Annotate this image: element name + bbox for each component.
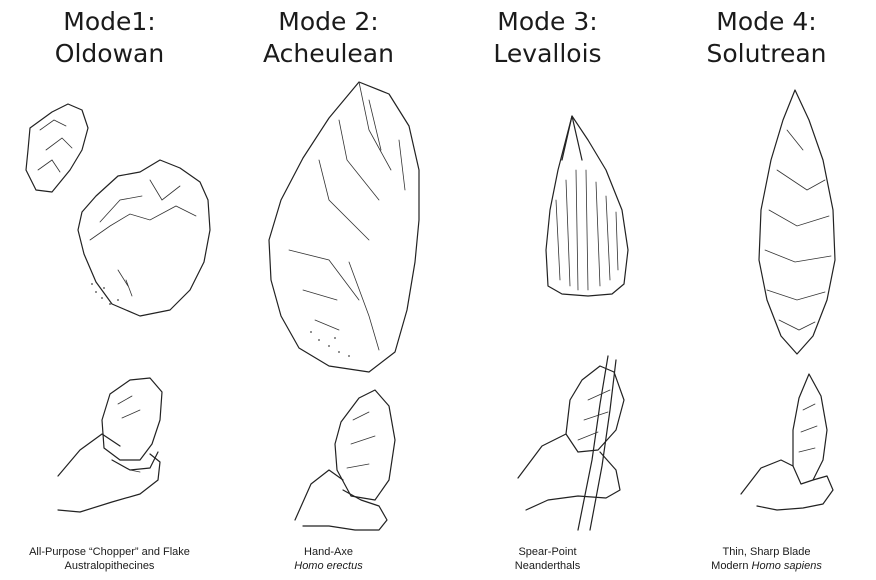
acheulean-drawing	[219, 0, 438, 580]
species-caption: Homo erectus	[219, 559, 438, 573]
species-name: Australopithecines	[65, 560, 155, 572]
species-caption: Modern Homo sapiens	[657, 559, 876, 573]
mode-column-oldowan: Mode1: Oldowan All-Purpose	[0, 0, 219, 580]
mode-column-solutrean: Mode 4: Solutrean Thin, Sharp Blade Mode…	[657, 0, 876, 580]
oldowan-illustration	[0, 0, 219, 580]
hand-holding-blade	[741, 374, 833, 510]
levallois-drawing	[438, 0, 657, 580]
acheulean-illustration	[219, 0, 438, 580]
blade-drawing	[759, 90, 835, 354]
spear-point-drawing	[546, 116, 628, 296]
species-caption: Australopithecines	[0, 559, 219, 573]
flake-drawing	[26, 104, 88, 192]
species-name-italic: Homo sapiens	[752, 560, 822, 572]
species-caption: Neanderthals	[438, 559, 657, 573]
oldowan-drawing	[0, 0, 219, 580]
levallois-illustration	[438, 0, 657, 580]
tool-caption: All-Purpose “Chopper” and Flake	[0, 545, 219, 559]
mode-column-levallois: Mode 3: Levallois Spear-Point Neandertha…	[438, 0, 657, 580]
species-name: Neanderthals	[515, 560, 580, 572]
tool-caption: Hand-Axe	[219, 545, 438, 559]
hand-holding-chopper	[58, 378, 162, 512]
mode-column-acheulean: Mode 2: Acheulean Hand-Axe Homo erectus	[219, 0, 438, 580]
hand-axe-drawing	[269, 82, 419, 372]
solutrean-illustration	[657, 0, 876, 580]
solutrean-drawing	[657, 0, 876, 580]
species-name: Modern	[711, 560, 751, 572]
chopper-drawing	[78, 160, 210, 316]
hand-holding-hand-axe	[295, 390, 395, 530]
tool-caption: Thin, Sharp Blade	[657, 545, 876, 559]
tool-caption: Spear-Point	[438, 545, 657, 559]
species-name-italic: Homo erectus	[294, 560, 362, 572]
hand-holding-spear	[518, 356, 624, 530]
